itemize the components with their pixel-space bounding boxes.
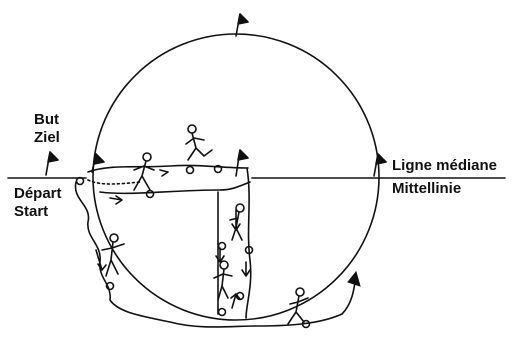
runner-icon: [185, 124, 213, 161]
arrow-icon: [109, 195, 123, 205]
arrow-icon: [347, 270, 361, 287]
ball-icon: [145, 189, 155, 199]
flag-icon: [91, 153, 105, 173]
arrow-icon: [241, 261, 251, 277]
ball-icon: [75, 176, 85, 186]
goal-label-fr: But: [34, 111, 59, 128]
corridor-bottom: [99, 181, 251, 195]
runner-icon: [287, 287, 309, 325]
runner-icon: [133, 152, 155, 191]
flag-icon: [235, 149, 249, 177]
ball-icon: [185, 165, 195, 175]
runner-icon: [101, 233, 125, 277]
corridor-top: [87, 164, 249, 173]
flag-icon: [45, 151, 59, 176]
midline-label-fr: Ligne médiane: [392, 157, 498, 174]
ball-icon: [213, 164, 223, 174]
arrow-icon: [159, 169, 169, 177]
ball-icon: [105, 281, 115, 291]
ball-icon: [217, 241, 227, 251]
corridor-right-side: [245, 167, 252, 319]
runner-icon: [213, 260, 233, 301]
flag-icon: [373, 153, 387, 177]
start-label-de: Start: [14, 203, 49, 220]
ball-icon: [301, 319, 311, 329]
goal-label-de: Ziel: [34, 129, 60, 146]
arrow-icon: [230, 293, 241, 309]
corridor-start-wave: [87, 179, 141, 185]
runner-icon: [229, 203, 245, 241]
ball-icon: [235, 291, 245, 301]
flag-icon: [235, 13, 249, 37]
start-label-fr: Départ: [14, 185, 62, 202]
arrow-icon: [95, 249, 107, 271]
outer-run-path: [74, 181, 343, 328]
midline-label-de: Mittellinie: [392, 180, 462, 197]
ball-icon: [217, 307, 227, 317]
arrow-icon: [215, 247, 225, 263]
ball-icon: [244, 245, 254, 255]
center-circle: [92, 33, 380, 321]
